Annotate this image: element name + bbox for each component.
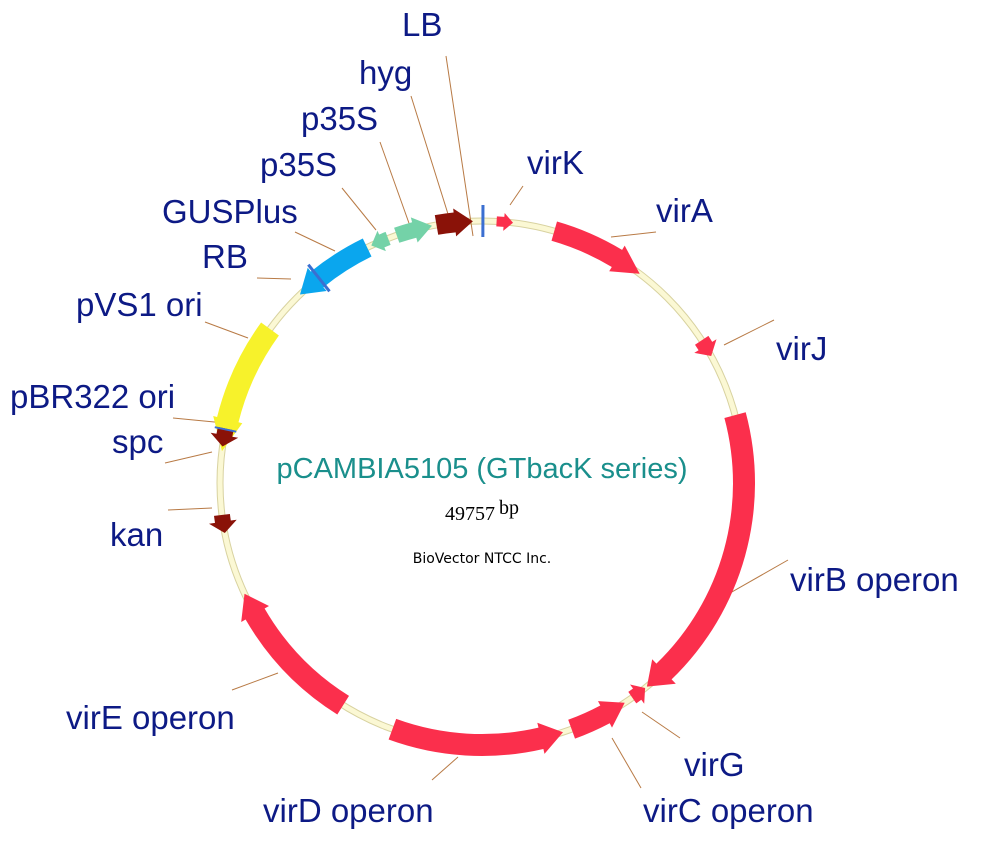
- leader-line: [509, 185, 524, 206]
- label-virG: virG: [684, 746, 745, 783]
- label-virD: virD operon: [263, 792, 434, 829]
- leader-line: [410, 95, 449, 215]
- leader-line: [341, 187, 377, 231]
- pVS1-ori-arrow: [213, 322, 279, 452]
- virC-arrow: [568, 701, 625, 739]
- plasmid-size-unit: bp: [499, 497, 519, 519]
- label-pBR322: pBR322 ori: [10, 378, 175, 415]
- leader-line: [256, 277, 292, 280]
- leader-line: [379, 141, 411, 227]
- label-GUSPlus: GUSPlus: [162, 193, 298, 230]
- leader-line: [445, 55, 474, 237]
- label-kan: kan: [110, 516, 163, 553]
- leader-line: [431, 756, 459, 781]
- kan-arrow: [209, 514, 237, 533]
- virB-arrow: [646, 412, 756, 687]
- label-virE: virE operon: [66, 699, 235, 736]
- label-virC: virC operon: [643, 792, 814, 829]
- RB-border-tick: [307, 263, 331, 293]
- label-virK: virK: [527, 144, 584, 181]
- label-hyg: hyg: [359, 54, 412, 91]
- leader-line: [204, 321, 249, 339]
- virA-arrow: [551, 221, 640, 274]
- feature-shapes: [209, 204, 756, 756]
- company-name: BioVector NTCC Inc.: [413, 551, 551, 567]
- label-spc: spc: [112, 423, 163, 460]
- plasmid-size-number: 49757: [445, 503, 495, 525]
- leader-line: [164, 451, 213, 464]
- label-virB: virB operon: [790, 561, 959, 598]
- label-virA: virA: [656, 192, 713, 229]
- pBR322-ori-tick: [214, 426, 237, 433]
- plasmid-name: pCAMBIA5105 (GTbacK series): [277, 453, 688, 485]
- virG-arrow: [628, 684, 646, 704]
- leader-line: [723, 319, 775, 346]
- virJ-arrow: [694, 335, 717, 356]
- leader-line: [610, 231, 657, 238]
- label-LB: LB: [402, 6, 442, 43]
- leader-line: [641, 711, 681, 739]
- leader-line: [231, 672, 279, 691]
- label-virJ: virJ: [776, 330, 827, 367]
- label-p35S-1: p35S: [260, 146, 337, 183]
- label-p35S-2: p35S: [301, 100, 378, 137]
- virK-arrow: [496, 213, 513, 231]
- leader-line: [167, 507, 213, 511]
- spc-arrow: [210, 426, 239, 447]
- p35S-arrow-2: [394, 217, 432, 243]
- label-RB: RB: [202, 238, 248, 275]
- leader-line: [294, 231, 336, 252]
- virD-arrow: [388, 718, 563, 756]
- GUSPlus-arrow: [300, 238, 372, 295]
- leader-lines: [164, 55, 789, 789]
- p35S-arrow-1: [371, 230, 391, 252]
- feature-labels: virK virA virJ virB operon virG virC ope…: [10, 6, 959, 829]
- leader-line: [611, 737, 642, 789]
- hyg-arrow: [434, 208, 473, 237]
- label-pVS1: pVS1 ori: [76, 286, 203, 323]
- virE-arrow: [241, 593, 349, 715]
